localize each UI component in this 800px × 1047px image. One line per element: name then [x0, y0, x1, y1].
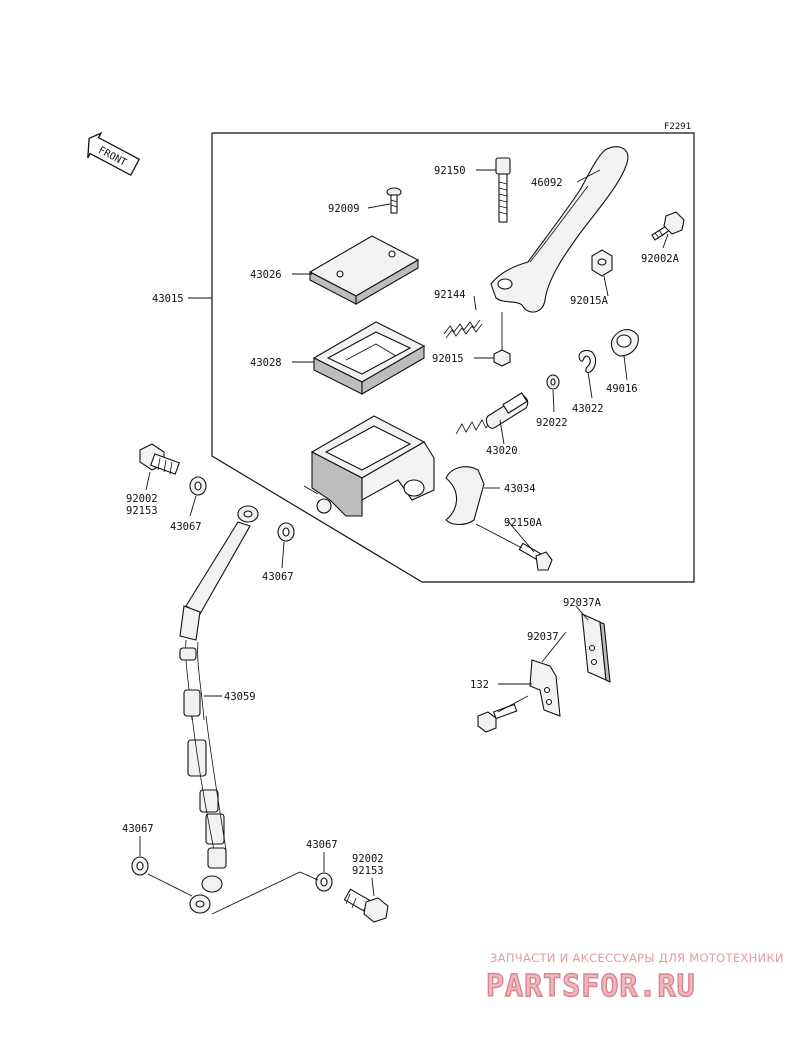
label-43015: 43015: [152, 293, 184, 305]
part-labels: 92150 46092 92009 92002A 43026 43015 921…: [122, 165, 680, 877]
label-92037: 92037: [527, 631, 559, 643]
lever-46092-icon: [490, 146, 629, 313]
label-92002A: 92002A: [641, 253, 680, 265]
label-92153-right: 92153: [352, 865, 384, 877]
brake-hose-43059-icon: [179, 505, 259, 914]
banjo-bolt-lower-icon: [343, 888, 389, 923]
watermark-brand: PARTSFOR.RU: [486, 969, 696, 1004]
label-43034: 43034: [504, 483, 536, 495]
master-cylinder-body-icon: [303, 415, 435, 517]
label-92009: 92009: [328, 203, 360, 215]
label-92153-left: 92153: [126, 505, 158, 517]
label-92037A: 92037A: [563, 597, 602, 609]
front-arrow-icon: FRONT: [87, 131, 141, 177]
label-92150A: 92150A: [504, 517, 543, 529]
bolt-132-icon: [477, 703, 518, 733]
washer-43067-a-icon: [189, 476, 207, 496]
figure-ref: F2291: [664, 122, 691, 132]
label-43026: 43026: [250, 269, 282, 281]
bracket-92037A-icon: [581, 613, 611, 683]
bolt-92002A-icon: [651, 211, 685, 241]
label-92150: 92150: [434, 165, 466, 177]
washer-43067-d-icon: [315, 872, 333, 892]
label-43059: 43059: [224, 691, 256, 703]
bracket-92037-icon: [529, 659, 561, 717]
spring-92144-icon: [443, 319, 483, 339]
washer-43067-b-icon: [277, 522, 295, 542]
label-43067-b: 43067: [262, 571, 294, 583]
clamp-43034-icon: [445, 466, 485, 526]
nut-92015A-icon: [591, 249, 613, 277]
boot-49016-icon: [610, 329, 639, 357]
bolt-92150A-icon: [518, 542, 553, 571]
reservoir-cap-43026-icon: [308, 235, 420, 305]
diaphragm-43028-icon: [312, 321, 426, 395]
snap-ring-43022-icon: [578, 349, 597, 374]
washer-92022-icon: [546, 374, 560, 390]
label-132: 132: [470, 679, 489, 691]
label-92144: 92144: [434, 289, 466, 301]
assembly-frame: [211, 132, 695, 583]
leader-lines: [139, 169, 669, 915]
watermark-tagline: ЗАПЧАСТИ И АКСЕССУАРЫ ДЛЯ МОТОТЕХНИКИ: [490, 951, 784, 965]
label-49016: 49016: [606, 383, 638, 395]
label-43067-c: 43067: [122, 823, 154, 835]
label-92015: 92015: [432, 353, 464, 365]
watermark: ЗАПЧАСТИ И АКСЕССУАРЫ ДЛЯ МОТОТЕХНИКИ PA…: [485, 951, 784, 1005]
screw-92009-icon: [386, 187, 402, 214]
label-43022: 43022: [572, 403, 604, 415]
banjo-bolt-upper-icon: [139, 443, 180, 475]
label-43067-a: 43067: [170, 521, 202, 533]
nut-92015-icon: [493, 349, 511, 367]
piston-43020-icon: [455, 392, 529, 435]
label-92002-left: 92002: [126, 493, 158, 505]
washer-43067-c-icon: [131, 856, 149, 876]
label-43020: 43020: [486, 445, 518, 457]
label-43067-d: 43067: [306, 839, 338, 851]
label-46092: 46092: [531, 177, 563, 189]
bolt-92150-icon: [495, 157, 511, 223]
label-92022: 92022: [536, 417, 568, 429]
label-92002-right: 92002: [352, 853, 384, 865]
label-92015A: 92015A: [570, 295, 609, 307]
label-43028: 43028: [250, 357, 282, 369]
